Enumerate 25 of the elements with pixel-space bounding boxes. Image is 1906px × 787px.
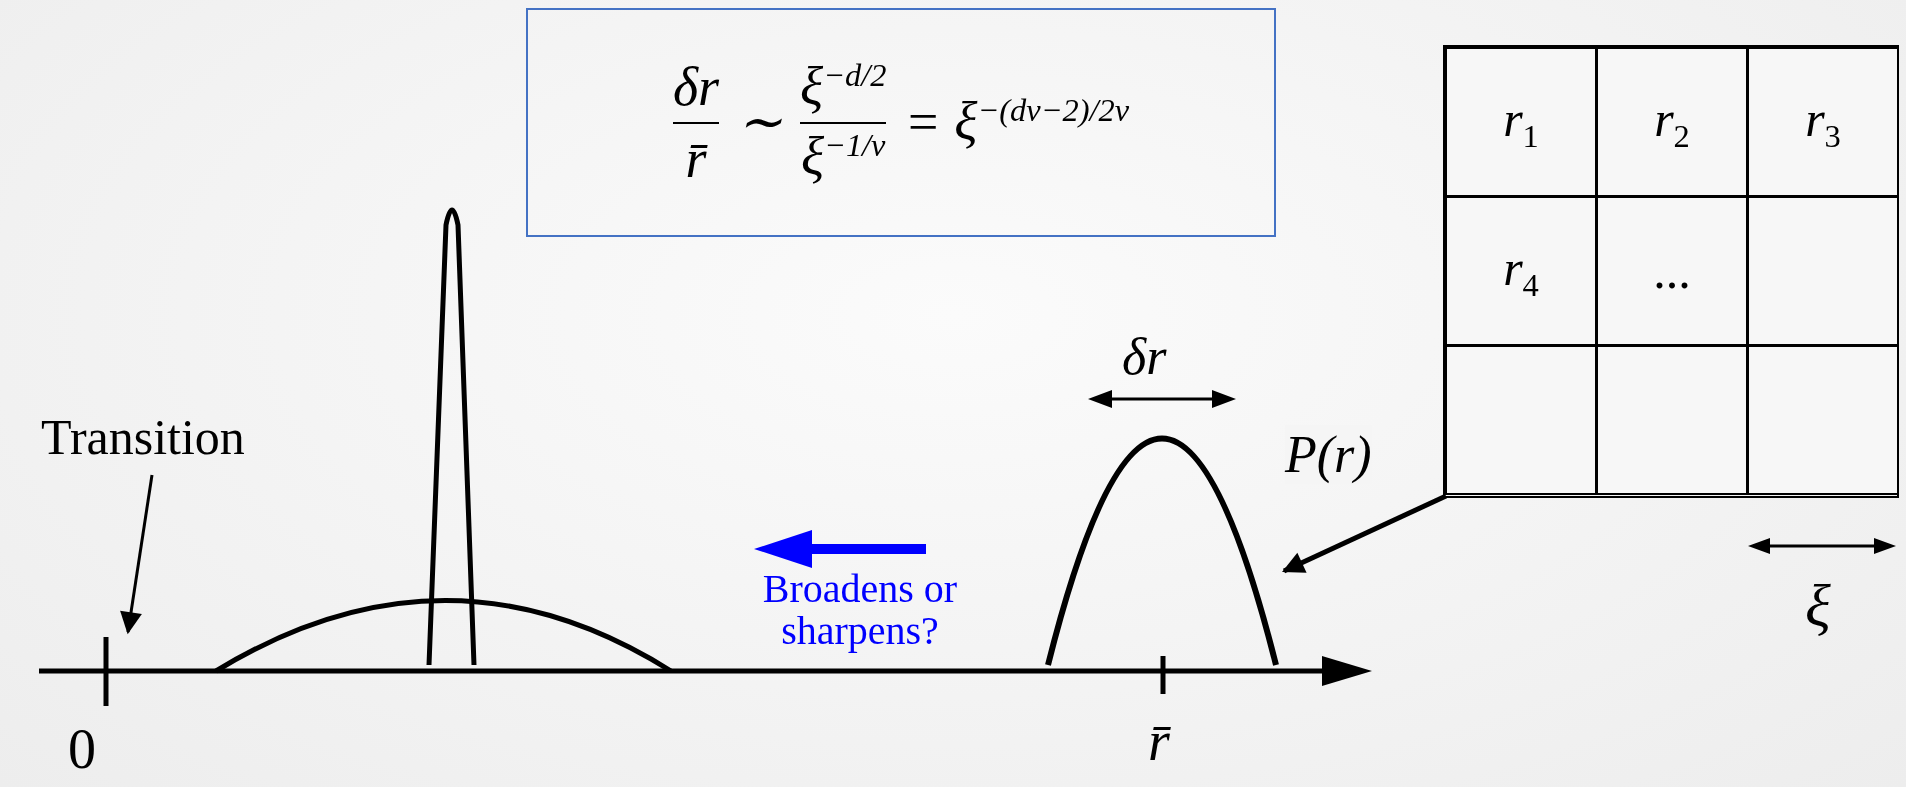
formula-text: r̄ [685, 127, 707, 190]
cell-text: r$_{4}$ [1503, 238, 1539, 304]
tick-label: r̄ [1148, 712, 1170, 771]
grid-cell [1596, 47, 1748, 197]
formula-box [526, 8, 1276, 237]
grid-cell [1445, 47, 1597, 197]
cell-text: ... [1653, 242, 1691, 300]
cell-text: r$_{3}$ [1805, 89, 1841, 155]
cell-text: r$_{2}$ [1654, 89, 1690, 155]
leader-arrow [120, 474, 154, 635]
annotation-text: Transition [41, 408, 245, 466]
formula-text: ∼ [737, 91, 782, 152]
grid-cell [1747, 47, 1899, 197]
cell-text: r$_{1}$ [1503, 89, 1539, 155]
formula-text: ξ$^{−d/2}$ [800, 57, 887, 118]
grid-cell [1596, 196, 1748, 346]
dimension-label: ξ [1805, 575, 1831, 638]
question-text: Broadens or sharpens? [761, 568, 959, 652]
formula-text: = ξ$^{−(dν−2)/2ν}$ [904, 91, 1130, 152]
grid-cell [1445, 196, 1597, 346]
formula-text: ξ$^{−1/ν}$ [800, 126, 886, 187]
dimension-label: δr [1122, 330, 1167, 385]
formula-text: δr [672, 55, 719, 118]
grid-box [1443, 45, 1899, 498]
tick-label: 0 [68, 720, 96, 779]
